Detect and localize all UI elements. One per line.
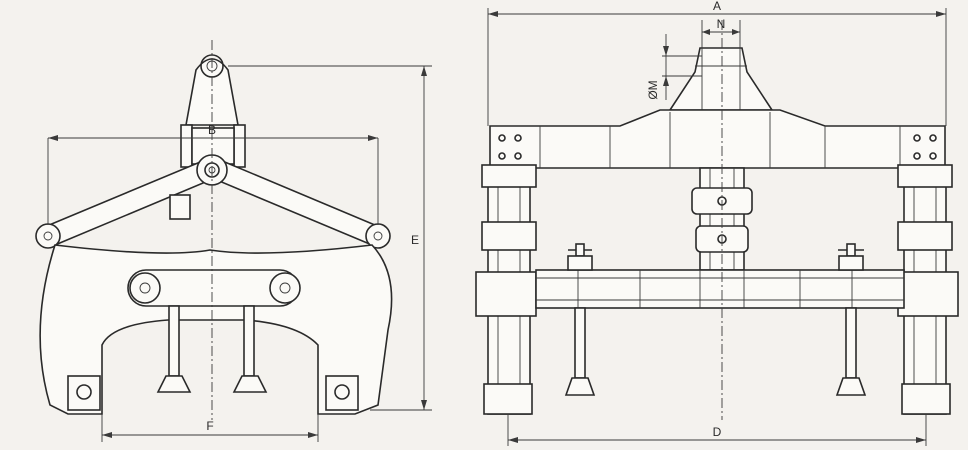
dimension-a-label: A: [713, 0, 721, 13]
right-leg-hinge-mid: [897, 221, 953, 251]
dimension-e-label: E: [411, 233, 419, 247]
left-leg-hinge-mid: [481, 221, 537, 251]
left-leg-hinge-low: [475, 271, 537, 317]
foot-lug-right: [325, 375, 359, 411]
crossbar-pivot-right-pin: [279, 282, 291, 294]
bolt-group-left: [498, 134, 522, 160]
right-leg-foot: [901, 383, 951, 415]
hub-bracket-left: [180, 124, 193, 168]
top-beam: [489, 109, 946, 169]
bolt-group-right: [913, 134, 937, 160]
left-leg-hinge-top: [481, 164, 537, 188]
side-view: B E F: [35, 40, 432, 442]
dimension-f-label: F: [206, 419, 213, 433]
adjusting-screw-right: [835, 243, 867, 396]
dimension-m-label: ØM: [646, 80, 660, 99]
clamp-screw-right: [243, 305, 255, 377]
clamp-pad-right: [232, 375, 268, 393]
adjusting-screw-left: [564, 243, 596, 396]
foot-lug-left-hole: [76, 384, 92, 400]
right-leg-hinge-top: [897, 164, 953, 188]
arm-pivot-right: [365, 223, 391, 249]
arm-pivot-left-pin: [43, 231, 53, 241]
lower-cross-beam: [535, 269, 905, 309]
arm-pivot-right-pin: [373, 231, 383, 241]
crossbar-pivot-left: [129, 272, 161, 304]
front-view: A N ØM D: [475, 0, 959, 446]
stop-block: [169, 194, 191, 220]
clamp-screw-left: [168, 305, 180, 377]
crossbar-pivot-left-pin: [139, 282, 151, 294]
dimension-b-label: B: [208, 123, 216, 137]
scissor-arm-right: [210, 158, 384, 247]
foot-lug-left: [67, 375, 101, 411]
dimension-d-label: D: [713, 425, 722, 439]
foot-lug-right-hole: [334, 384, 350, 400]
right-leg-hinge-low: [897, 271, 959, 317]
hub-bracket-right: [233, 124, 246, 168]
crossbar-pivot-right: [269, 272, 301, 304]
lifting-saddle: [668, 47, 774, 111]
dimension-n-label: N: [717, 17, 726, 31]
clamp-pad-left: [156, 375, 192, 393]
left-leg-foot: [483, 383, 533, 415]
